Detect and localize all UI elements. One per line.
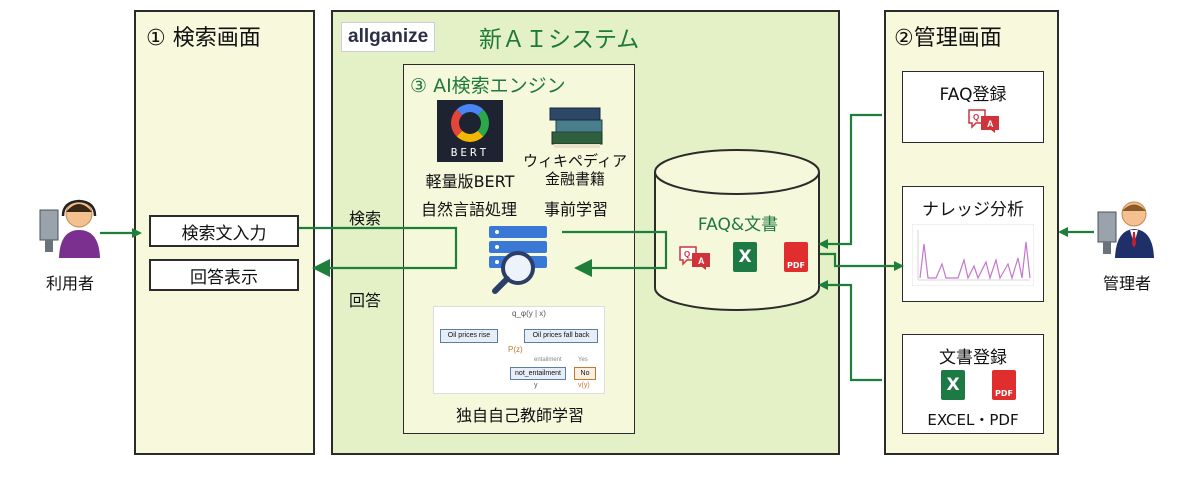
- answer-display-box[interactable]: 回答表示: [149, 259, 299, 291]
- search-flow-label: 検索: [348, 209, 381, 228]
- doc-register-box[interactable]: 文書登録 EXCEL・PDF: [902, 334, 1044, 434]
- faq-qa-a-text: A: [987, 119, 994, 129]
- diagram-entailment: entailment: [534, 357, 562, 363]
- self-supervised-label: 独自自己教師学習: [455, 406, 584, 425]
- diagram-top-label: q_φ(y | x): [512, 309, 546, 318]
- database-cylinder: [654, 149, 820, 311]
- arrow-search-to-engine: [299, 226, 458, 277]
- allganize-logo: allganize: [341, 22, 436, 52]
- faq-qa-icon: Q A: [968, 109, 999, 133]
- diagram-box-no: No: [574, 367, 596, 380]
- knowledge-analysis-title: ナレッジ分析: [922, 200, 1024, 220]
- doc-register-title: 文書登録: [939, 348, 1007, 368]
- arrow-doc-to-db: [818, 280, 882, 382]
- admin-screen-title: ②管理画面: [894, 26, 1002, 51]
- diagram-box-oil-fall: Oil prices fall back: [524, 329, 598, 343]
- diagram-y-label: y: [534, 382, 538, 389]
- diagram-box-not-entailment: not_entailment: [510, 367, 566, 380]
- diagram-box-oil-rise: Oil prices rise: [440, 329, 498, 343]
- pretrain-label: 事前学習: [543, 200, 608, 219]
- analysis-chart-thumbnail: [912, 224, 1034, 286]
- search-input-box[interactable]: 検索文入力: [149, 215, 299, 247]
- database-label: FAQ&文書: [697, 215, 779, 235]
- excel-icon: X: [733, 242, 757, 272]
- faq-register-box[interactable]: FAQ登録: [902, 71, 1044, 143]
- doc-excel-icon: X: [941, 370, 965, 400]
- doc-pdf-icon: PDF: [992, 370, 1016, 400]
- bert-caption: 軽量版BERT: [425, 172, 515, 191]
- answer-flow-label: 回答: [348, 291, 381, 310]
- doc-register-caption: EXCEL・PDF: [927, 411, 1019, 429]
- faq-register-title: FAQ登録: [939, 85, 1007, 105]
- qa-chat-icon: Q A: [679, 246, 710, 270]
- wiki-caption-line2: 金融書籍: [544, 170, 605, 188]
- search-engine-icon: [489, 226, 547, 294]
- books-icon: [549, 107, 603, 148]
- admin-person-icon: [1097, 201, 1154, 258]
- arrow-engine-to-db: [562, 230, 668, 277]
- diagram-yes: Yes: [578, 357, 588, 363]
- arrow-db-to-analysis: [820, 252, 904, 271]
- bert-icon-text: BERT: [450, 146, 490, 159]
- google-g-icon: [451, 104, 489, 142]
- admin-label: 管理者: [1102, 274, 1151, 293]
- qa-q-text: Q: [684, 250, 690, 259]
- pdf-icon: PDF: [784, 242, 808, 272]
- qa-a-text: A: [698, 256, 705, 266]
- ai-engine-title: ③ AI検索エンジン: [410, 75, 566, 97]
- diagram-vy-label: v(y): [578, 382, 590, 389]
- search-screen-title: ① 検索画面: [146, 26, 261, 51]
- bert-icon: BERT: [437, 100, 503, 162]
- faq-qa-q-text: Q: [973, 113, 979, 122]
- diagram-mid-label: P(z): [508, 345, 523, 354]
- ai-system-title: 新ＡＩシステム: [479, 27, 640, 53]
- self-supervised-diagram: q_φ(y | x) Oil prices rise Oil prices fa…: [433, 306, 605, 394]
- user-label: 利用者: [45, 274, 94, 293]
- nlp-label: 自然言語処理: [420, 200, 517, 219]
- wiki-caption-line1: ウィキペディア: [523, 152, 627, 170]
- user-person-icon: [39, 199, 100, 258]
- arrow-faq-to-db: [818, 113, 882, 249]
